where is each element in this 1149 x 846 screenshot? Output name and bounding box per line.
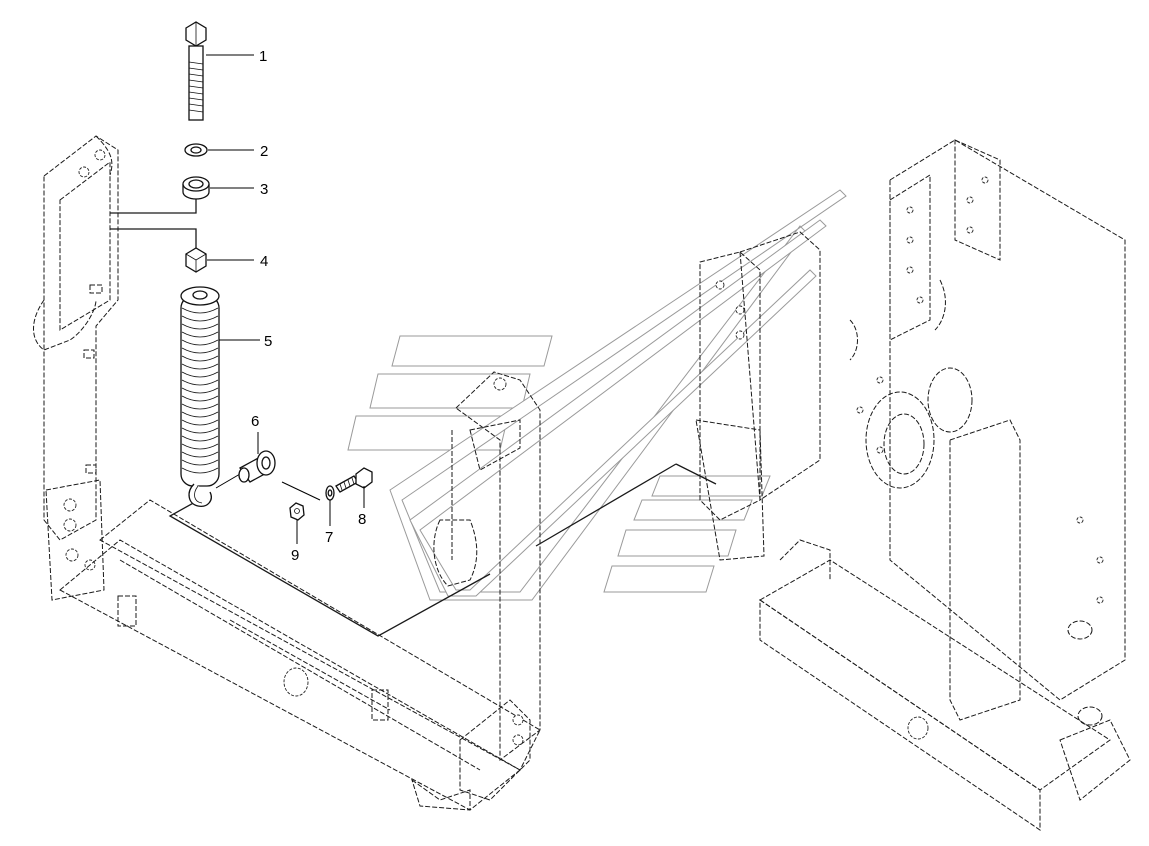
callout-2: 2 xyxy=(260,143,268,160)
right-frame-assembly xyxy=(695,139,1131,831)
assembly-guide-lines xyxy=(110,196,717,637)
spacer-ring-icon xyxy=(182,176,210,200)
callout-4: 4 xyxy=(260,253,268,270)
hex-nut-icon xyxy=(185,247,207,273)
watermark-logo-icon xyxy=(347,189,847,601)
flat-washer-icon xyxy=(184,143,208,157)
coil-spring-icon xyxy=(180,286,220,507)
callout-3: 3 xyxy=(260,181,268,198)
left-frame-assembly xyxy=(33,135,541,811)
callout-9: 9 xyxy=(291,547,299,564)
callout-7: 7 xyxy=(325,529,333,546)
hex-bolt-icon xyxy=(185,21,207,121)
callout-6: 6 xyxy=(251,413,259,430)
callout-5: 5 xyxy=(264,333,272,350)
callout-leaders xyxy=(206,54,365,544)
callout-1: 1 xyxy=(259,48,267,65)
small-washer-icon xyxy=(325,485,335,501)
small-bolt-icon xyxy=(335,467,373,493)
callout-8: 8 xyxy=(358,511,366,528)
pin-bushing-icon xyxy=(238,450,276,483)
callout-labels: 1 2 3 4 5 6 7 8 9 xyxy=(251,48,366,564)
small-nut-icon xyxy=(289,502,305,521)
